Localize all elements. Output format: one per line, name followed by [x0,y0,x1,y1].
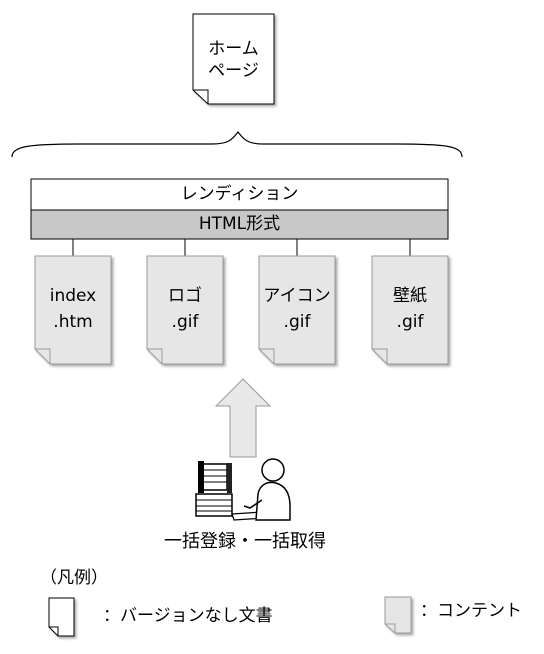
computer-icon [195,461,265,521]
content-document-icon [258,255,336,365]
file-label-wallpaper: 壁紙 .gif [372,283,448,335]
homepage-label: ホーム ページ [193,38,274,82]
computer-user-illustration [195,458,291,521]
file-name: 壁紙 [393,286,427,306]
file-name: index [49,286,97,306]
file-label-index: index .htm [35,283,111,335]
html-format-bar [30,209,449,240]
file-name: アイコン [263,286,331,306]
legend-title: （凡例） [40,568,108,588]
html-format-label: HTML形式 [198,214,281,234]
file-label-logo: ロゴ .gif [147,283,223,335]
homepage-label-line2: ページ [208,61,259,81]
upload-arrow [214,378,272,458]
content-document-index [34,255,112,365]
file-extension: .gif [283,312,311,332]
bulk-operation-caption: 一括登録・一括取得 [164,531,326,552]
rendition-box [30,178,449,211]
person-icon [243,458,291,521]
content-document-wallpaper [371,255,449,365]
homepage-label-line1: ホーム [208,39,259,59]
file-name: ロゴ [168,286,202,306]
legend-content-label: ：コンテント [420,601,522,621]
file-extension: .gif [171,312,199,332]
homepage-document [192,13,275,105]
legend-unversioned-document-swatch [48,597,75,637]
connector-lines [72,239,411,256]
rendition-label: レンディション [180,184,299,204]
file-extension: .htm [53,312,93,332]
grouping-brace [11,131,463,158]
legend-content-swatch [384,596,412,634]
content-document-logo [146,255,224,365]
legend-unversioned-label: ：バージョンなし文書 [103,606,273,626]
file-extension: .gif [396,312,424,332]
file-label-icon: アイコン .gif [259,283,335,335]
